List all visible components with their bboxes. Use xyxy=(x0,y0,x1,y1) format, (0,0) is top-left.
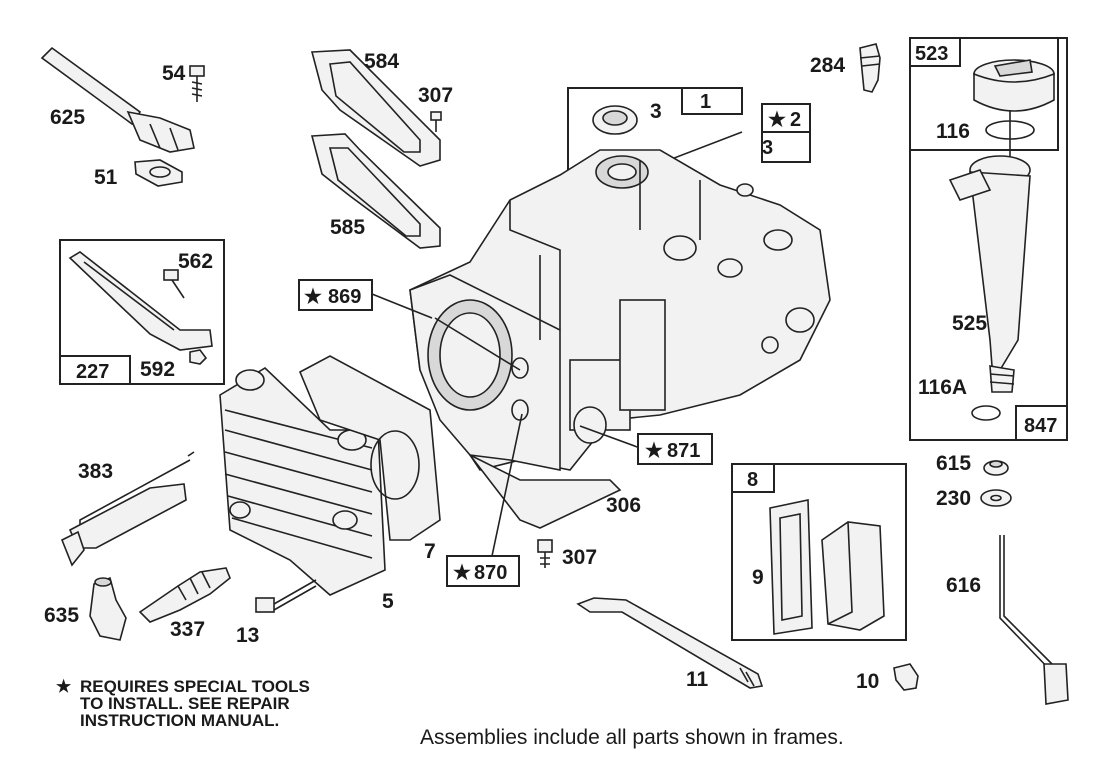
part-584-gasket xyxy=(310,49,441,167)
part-635-spark-boot xyxy=(89,576,127,641)
part-230-washer xyxy=(980,489,1012,507)
star-2: ★ xyxy=(768,109,786,131)
part-616-rod xyxy=(999,535,1069,705)
note-line-3: INSTRUCTION MANUAL. xyxy=(80,711,279,730)
label-869: 869 xyxy=(328,286,361,308)
label-2: 2 xyxy=(790,109,801,131)
label-7: 7 xyxy=(424,540,436,563)
part-13-bolt xyxy=(255,579,317,613)
part-307-bolt-lower xyxy=(537,539,553,568)
part-307-screw-top xyxy=(430,111,442,132)
label-8: 8 xyxy=(747,469,758,491)
label-525: 525 xyxy=(952,312,987,335)
star-871: ★ xyxy=(645,440,663,462)
tag-870 xyxy=(446,555,520,587)
part-383-tool xyxy=(60,451,195,567)
label-870: 870 xyxy=(474,562,507,584)
label-337: 337 xyxy=(170,618,205,641)
label-51: 51 xyxy=(94,166,118,189)
footer-caption: Assemblies include all parts shown in fr… xyxy=(420,726,844,749)
label-11: 11 xyxy=(686,668,709,691)
label-307-top: 307 xyxy=(418,84,453,107)
label-116: 116 xyxy=(936,120,970,143)
tag-871 xyxy=(637,433,713,465)
tag-869 xyxy=(298,279,373,311)
part-10-plug xyxy=(893,663,919,691)
star-870: ★ xyxy=(453,562,471,584)
label-871: 871 xyxy=(667,440,700,462)
part-615-nut xyxy=(983,460,1009,476)
label-230: 230 xyxy=(936,487,971,510)
label-616: 616 xyxy=(946,574,981,597)
label-3-box: 3 xyxy=(762,137,773,159)
label-584: 584 xyxy=(364,50,399,73)
label-847: 847 xyxy=(1024,415,1057,437)
label-307-lower: 307 xyxy=(562,546,597,569)
label-625: 625 xyxy=(50,106,85,129)
note-line-2: TO INSTALL. SEE REPAIR xyxy=(80,694,290,713)
star-869: ★ xyxy=(304,286,322,308)
frame-8 xyxy=(731,463,907,641)
label-9: 9 xyxy=(752,566,764,589)
part-51-gasket xyxy=(134,159,183,187)
part-5-cylinder-head xyxy=(219,367,386,596)
label-615: 615 xyxy=(936,452,971,475)
part-337-spark-plug xyxy=(138,567,231,623)
part-625-throttle-handle xyxy=(40,46,195,153)
note-star: ★ xyxy=(56,677,72,696)
label-227: 227 xyxy=(76,361,109,383)
frame-1 xyxy=(567,87,743,170)
frame-227 xyxy=(59,239,225,385)
part-11-tube xyxy=(576,597,764,689)
leader-lines xyxy=(371,293,641,557)
label-13: 13 xyxy=(236,624,259,647)
part-crankcase xyxy=(409,149,831,529)
label-383: 383 xyxy=(78,460,113,483)
label-10: 10 xyxy=(856,670,879,693)
label-3-seal: 3 xyxy=(650,100,662,123)
label-306: 306 xyxy=(606,494,641,517)
part-labels: 625 54 51 584 307 585 562 592 227 ★ 869 … xyxy=(44,43,1057,693)
part-284-fitting xyxy=(859,43,881,93)
label-54: 54 xyxy=(162,62,186,85)
part-54-screw xyxy=(189,65,205,102)
frame-847 xyxy=(909,37,1068,441)
label-284: 284 xyxy=(810,54,845,77)
part-585-gasket xyxy=(310,133,441,249)
part-7-head-gasket xyxy=(298,355,441,541)
label-5: 5 xyxy=(382,590,394,613)
special-tools-note: ★ REQUIRES SPECIAL TOOLS TO INSTALL. SEE… xyxy=(56,677,310,730)
label-1: 1 xyxy=(700,91,711,113)
label-585: 585 xyxy=(330,216,365,239)
label-523: 523 xyxy=(915,43,948,65)
label-635: 635 xyxy=(44,604,79,627)
note-line-1: REQUIRES SPECIAL TOOLS xyxy=(80,677,310,696)
label-562: 562 xyxy=(178,250,213,273)
label-116A: 116A xyxy=(918,376,967,399)
label-592: 592 xyxy=(140,358,175,381)
